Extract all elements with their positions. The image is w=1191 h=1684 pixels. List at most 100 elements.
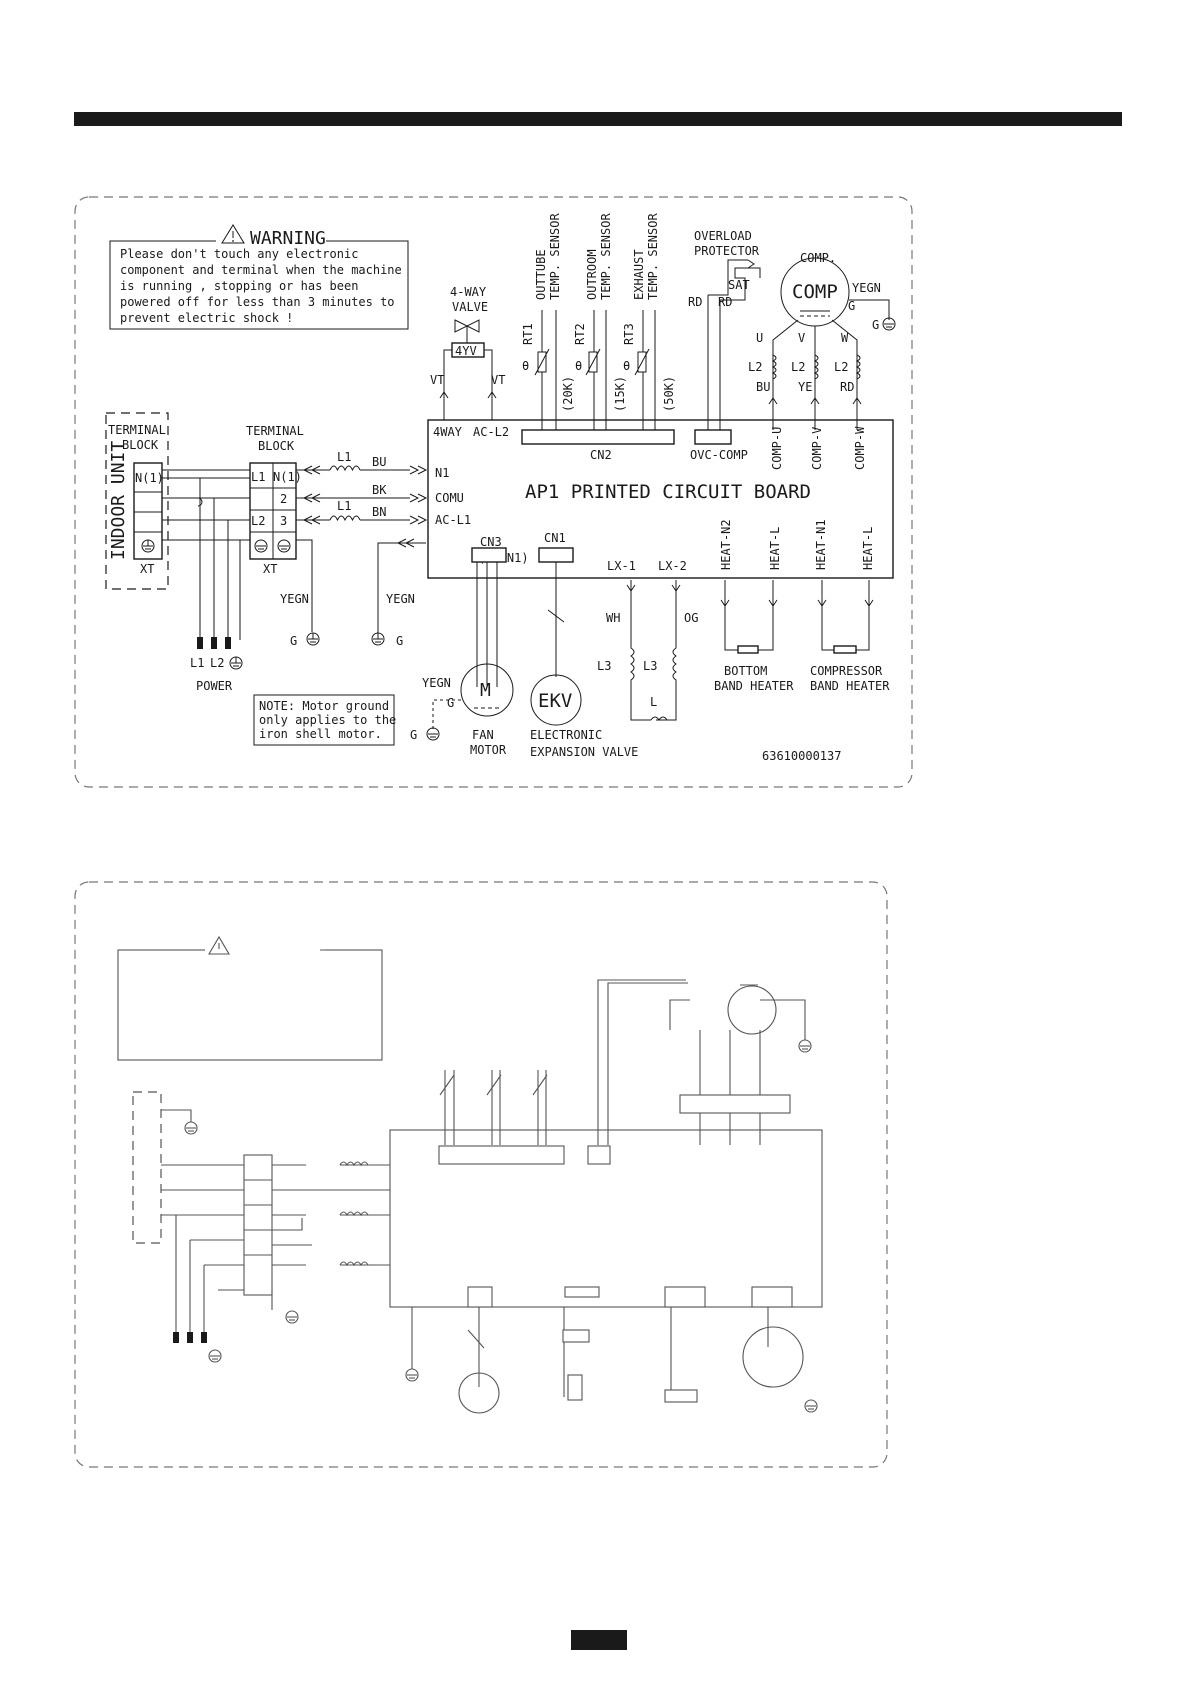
phase-w: W [841,331,849,345]
sensor-rt1: RT1 [521,323,535,345]
power-label: POWER [196,679,233,693]
interconnect-wires [162,469,313,640]
wire-yegn: YEGN [422,676,451,690]
coil-l2: L2 [834,360,848,374]
overload-sat: SAT [728,278,750,292]
power-l1: L1 [190,656,204,670]
overload-protector: OVERLOAD PROTECTOR SAT RD RD [688,229,761,430]
port-cn3: CN3 [480,535,502,549]
port-n1: N1 [435,466,449,480]
pcb-blank [389,1129,823,1308]
connector-cn3 [471,547,507,563]
part-number: 63610000137 [762,749,841,763]
diagram-frame-1 [74,196,913,788]
power-inlet-blank [173,1332,207,1343]
wire-vt: VT [491,373,505,387]
ground-label: G [396,634,403,648]
xt-label: XT [263,562,277,576]
port-4way: 4WAY [433,425,463,439]
sensor-name: TEMP. SENSOR [646,213,660,300]
wire-bk: BK [372,483,387,497]
diagram-frame-2 [74,881,888,1468]
warning-icon [208,935,230,955]
header-bar [74,112,1122,126]
ekv-label: EXPANSION VALVE [530,745,638,759]
phase-u: U [756,331,763,345]
ground-icon [184,1039,818,1413]
coil-l2: L2 [748,360,762,374]
four-way-valve: 4-WAY VALVE 4YV VT VT [430,285,505,420]
wire-bu: BU [372,455,386,469]
theta-symbol: θ [623,359,630,373]
note-box: NOTE: Motor ground only applies to the i… [253,694,396,746]
warning-line: powered off for less than 3 minutes to [120,295,395,309]
fan-motor-label: MOTOR [470,743,507,757]
connector-cn2 [521,429,675,445]
electronic-expansion-valve: EKV ELECTRONIC EXPANSION VALVE [530,562,638,759]
ground-icon [229,656,243,670]
port-cn2: CN2 [590,448,612,462]
port-comp-v: COMP-V [810,427,824,470]
power-inlet: L1 L2 POWER [190,637,243,693]
connector-cn1 [538,547,574,563]
valve-label: VALVE [452,300,488,314]
wire-og: OG [684,611,698,625]
terminal-3: 3 [280,514,287,528]
wire-yegn: YEGN [386,592,415,606]
ground-label: G [290,634,297,648]
port-ac-l2: AC-L2 [473,425,509,439]
port-heat-l: HEAT-L [768,527,782,570]
port-lx-1: LX-1 [607,559,636,573]
sensor-name: TEMP. SENSOR [548,213,562,300]
power-l2: L2 [210,656,224,670]
temperature-sensors: OUTTUBE TEMP. SENSOR OUTROOM TEMP. SENSO… [521,213,676,430]
port-ovc-comp: OVC-COMP [690,448,748,462]
fan-motor-symbol: M [480,680,491,701]
overload-label: PROTECTOR [694,244,760,258]
ground-icon [254,539,291,553]
compressor-symbol: COMP [792,281,838,303]
terminal-block: TERMINAL BLOCK L1 N(1) 2 L2 3 XT [246,424,304,576]
note-line: iron shell motor. [259,727,382,741]
terminal-n1: N(1) [135,471,164,485]
terminal-2: 2 [280,492,287,506]
warning-line: prevent electric shock ! [120,311,293,325]
terminal-label: TERMINAL [108,423,166,437]
warning-line: Please don't touch any electronic [120,247,358,261]
ground-icon [882,317,896,331]
warning-title: WARNING [250,228,326,249]
overload-label: OVERLOAD [694,229,752,243]
inductor-l3: L3 [643,659,657,673]
port-cn1: CN1 [544,531,566,545]
bottom-heater-label: BOTTOM [724,664,767,678]
coil-l2: L2 [791,360,805,374]
inductor-l1: L1 [337,450,351,464]
wire-bu: BU [756,380,770,394]
sensor-value: (15K) [613,376,627,412]
ground-icon [426,727,440,741]
terminal-label: BLOCK [258,439,295,453]
page-number-tab [571,1630,627,1650]
phase-v: V [798,331,805,345]
sensor-rt3: RT3 [622,323,636,345]
wiring-diagram-outdoor-unit: WARNING Please don't touch any electroni… [74,196,913,788]
wiring-diagram-blank [74,881,888,1468]
port-heat-l: HEAT-L [861,527,875,570]
wire-rd: RD [840,380,854,394]
wire-bn: BN [372,505,386,519]
note-line: only applies to the [259,713,396,727]
sensor-rt2: RT2 [573,323,587,345]
inductor-l1: L1 [337,499,351,513]
wire-rd: RD [688,295,702,309]
ground-icon [141,539,155,553]
port-lx-2: LX-2 [658,559,687,573]
power-wires [296,465,428,633]
wire-ye: YE [798,380,812,394]
theta-symbol: θ [575,359,582,373]
indoor-unit: TERMINAL BLOCK INDOOR UNIT N(1) XT [105,412,169,590]
bottom-band-heater: BOTTOM BAND HEATER [714,580,794,693]
port-comu: COMU [435,491,464,505]
indoor-unit-label: INDOOR UNIT [108,441,129,560]
theta-symbol: θ [522,359,529,373]
